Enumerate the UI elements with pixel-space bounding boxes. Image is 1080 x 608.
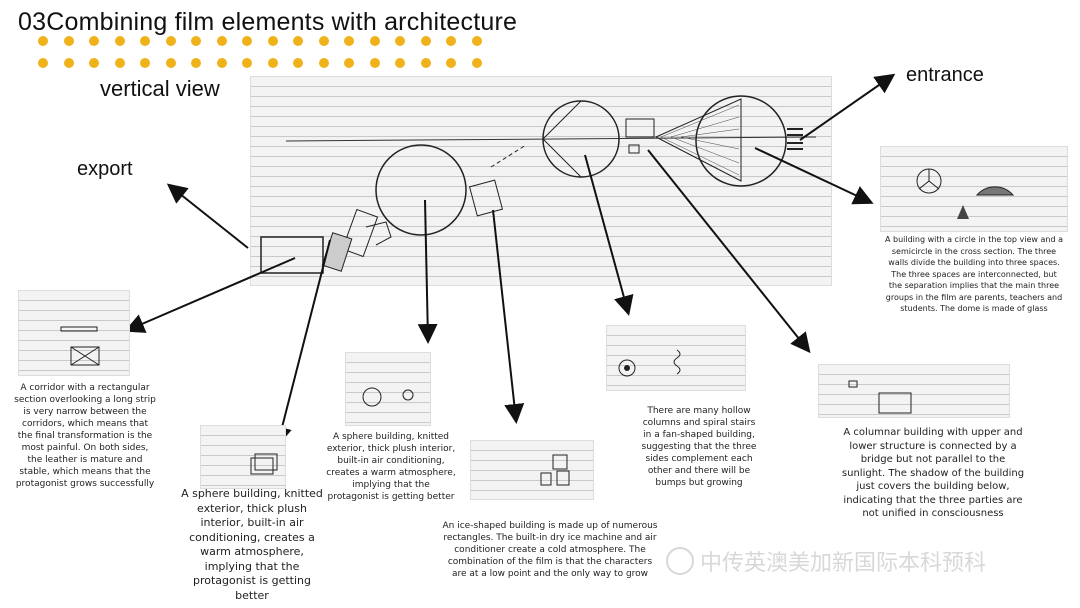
decorative-dot — [420, 58, 431, 68]
decorative-dot — [63, 36, 74, 46]
decorative-dot — [267, 58, 278, 68]
columnar-caption: A columnar building with upper and lower… — [841, 427, 1025, 519]
decorative-dot — [89, 36, 99, 46]
hollow-caption: There are many hollow columns and spiral… — [641, 406, 757, 488]
decorative-dot — [140, 36, 150, 46]
main-sketch-image — [250, 76, 832, 286]
decorative-dot — [89, 58, 99, 68]
ice-caption: An ice-shaped building is made up of num… — [442, 521, 658, 579]
decorative-dot — [267, 36, 278, 46]
decorative-dot — [344, 36, 354, 46]
decorative-dot — [242, 36, 252, 46]
decorative-dot — [318, 58, 329, 68]
sphere-small-sketch-image — [345, 352, 431, 426]
ice-sketch-image — [470, 440, 594, 500]
decorative-dot — [114, 36, 125, 46]
entrance-label: entrance — [906, 64, 984, 86]
decorative-dot — [471, 58, 482, 68]
vertical-view-label: vertical view — [100, 76, 220, 101]
corridor-caption: A corridor with a rectangular section ov… — [14, 383, 156, 489]
decorative-dot — [369, 58, 380, 68]
decorative-dot — [344, 58, 354, 68]
columnar-sketch-image — [818, 364, 1010, 418]
export-label: export — [77, 158, 133, 180]
decorative-dot — [242, 58, 252, 68]
decorative-dots — [38, 36, 488, 76]
decorative-dot — [293, 36, 303, 46]
decorative-dot — [191, 58, 201, 68]
decorative-dot — [114, 58, 125, 68]
hollow-sketch-image — [606, 325, 746, 391]
decorative-dot — [318, 36, 329, 46]
main-sketch-drawing — [260, 95, 817, 274]
decorative-dot — [140, 58, 150, 68]
decorative-dot — [191, 36, 201, 46]
dome-caption: A building with a circle in the top view… — [884, 235, 1063, 313]
decorative-dot — [420, 36, 431, 46]
decorative-dot — [38, 58, 48, 68]
decorative-dot — [165, 58, 176, 68]
watermark-text: 中传英澳美加新国际本科预科 — [700, 551, 987, 576]
chat-bubble-icon — [666, 547, 694, 575]
decorative-dot — [395, 58, 405, 68]
decorative-dot — [471, 36, 482, 46]
decorative-dot — [216, 58, 227, 68]
decorative-dot — [38, 36, 48, 46]
sphere-large-sketch-image — [200, 425, 286, 489]
decorative-dot — [293, 58, 303, 68]
page-title: 03Combining film elements with architect… — [18, 8, 518, 36]
decorative-dot — [369, 36, 380, 46]
sphere-large-caption: A sphere building, knitted exterior, thi… — [181, 487, 323, 602]
decorative-dot — [165, 36, 176, 46]
decorative-dot — [446, 36, 456, 46]
corridor-sketch-image — [18, 290, 130, 376]
watermark: 中传英澳美加新国际本科预科 — [666, 545, 986, 577]
decorative-dot — [63, 58, 74, 68]
decorative-dot — [395, 36, 405, 46]
dome-sketch-image — [880, 146, 1068, 232]
sphere-small-caption: A sphere building, knitted exterior, thi… — [326, 432, 456, 502]
decorative-dot — [216, 36, 227, 46]
decorative-dot — [446, 58, 456, 68]
